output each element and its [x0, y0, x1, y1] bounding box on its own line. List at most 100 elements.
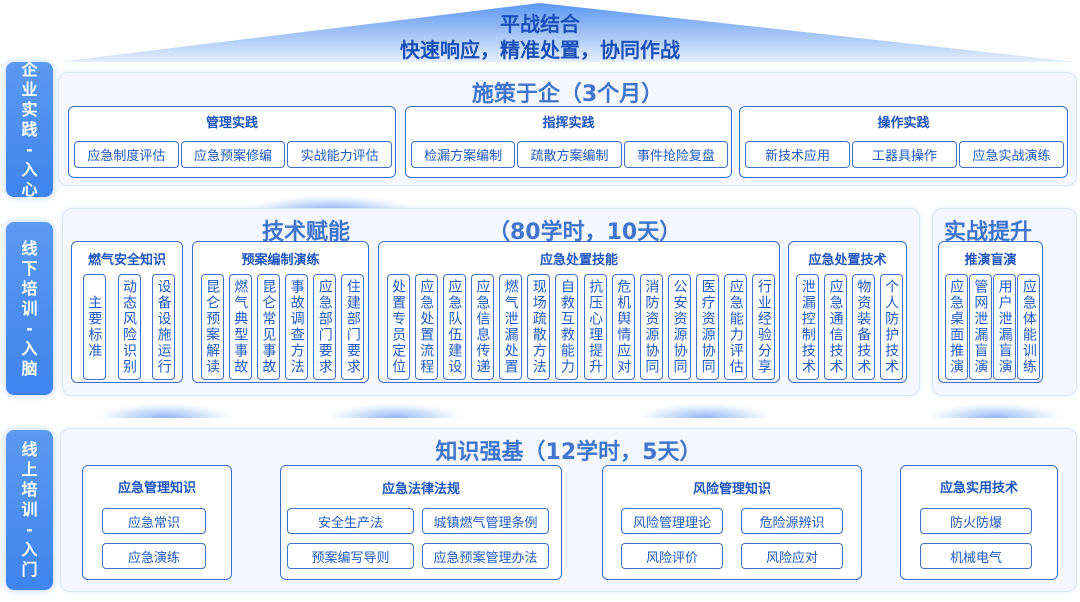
tab-char: 入: [21, 338, 38, 358]
knowledge-item[interactable]: 危险源辨识: [741, 508, 843, 534]
knowledge-item[interactable]: 机械电气: [920, 543, 1032, 569]
knowledge-item[interactable]: 安全生产法: [287, 508, 414, 534]
skill-item[interactable]: 处置专员定位: [386, 274, 410, 380]
tab-char: 践: [21, 119, 38, 139]
group-box: 应急处置技术泄漏控制技术应急通信技术物资装备技术个人防护技术: [788, 241, 907, 383]
practice-item[interactable]: 应急预案修编: [180, 141, 286, 168]
tab-char: 下: [21, 258, 38, 278]
group-box: 推演盲演应急桌面推演管网泄漏盲演用户泄漏盲演应急体能训练: [938, 241, 1043, 383]
up-arrow: [930, 404, 1060, 418]
group-title: 指挥实践: [542, 116, 595, 131]
group-title: 风险管理知识: [692, 482, 771, 497]
skill-item[interactable]: 现场疏散方法: [527, 274, 551, 380]
skill-item[interactable]: 行业经验分享: [752, 274, 776, 380]
group-box: 指挥实践检漏方案编制疏散方案编制事件抢险复盘: [405, 106, 732, 178]
group-box: 操作实践新技术应用工器具操作应急实战演练: [739, 106, 1068, 178]
offline-hours: （80学时，10天）: [488, 220, 682, 245]
skill-item[interactable]: 燃气泄漏处置: [499, 274, 523, 380]
skill-item[interactable]: 应急处置流程: [414, 274, 438, 380]
knowledge-item[interactable]: 防火防爆: [920, 508, 1032, 534]
practice-item[interactable]: 新技术应用: [745, 141, 850, 168]
up-arrow: [250, 196, 410, 210]
group-box: 燃气安全知识主要标准动态风险识别设备设施运行: [71, 241, 183, 383]
knowledge-item[interactable]: 预案编写导则: [287, 543, 414, 569]
skill-item[interactable]: 事故调查方法: [285, 274, 309, 380]
skill-item[interactable]: 应急队伍建设: [442, 274, 466, 380]
skill-item[interactable]: 医疗资源协同: [696, 274, 720, 380]
skill-item[interactable]: 用户泄漏盲演: [993, 274, 1017, 380]
group-title: 预案编制演练: [241, 253, 320, 268]
skill-item[interactable]: 燃气典型事故: [228, 274, 252, 380]
tab-char: -: [26, 520, 33, 539]
group-box: 应急实用技术防火防爆机械电气: [900, 465, 1058, 580]
tab-char: -: [26, 139, 33, 159]
group-box: 预案编制演练昆仑预案解读燃气典型事故昆仑常见事故事故调查方法应急部门要求住建部门…: [192, 241, 369, 383]
knowledge-item[interactable]: 风险评价: [621, 543, 723, 569]
enterprise-title: 施策于企（3个月）: [471, 82, 664, 107]
group-title: 应急管理知识: [117, 481, 196, 496]
tab-char: 企: [21, 59, 38, 79]
knowledge-item[interactable]: 城镇燃气管理条例: [422, 508, 549, 534]
group-box: 管理实践应急制度评估应急预案修编实战能力评估: [68, 106, 396, 178]
tab-offline-training: 线下培训-入脑: [6, 222, 53, 395]
tab-char: 业: [21, 79, 38, 99]
group-title: 燃气安全知识: [87, 253, 166, 268]
practice-item[interactable]: 疏散方案编制: [517, 141, 622, 168]
up-arrow: [330, 404, 460, 418]
group-box: 应急管理知识应急常识应急演练: [82, 465, 232, 580]
up-arrow: [100, 404, 230, 418]
header-title: 平战结合: [500, 12, 580, 36]
skill-item[interactable]: 泄漏控制技术: [796, 274, 820, 380]
tab-char: 培: [21, 480, 38, 499]
practice-item[interactable]: 工器具操作: [852, 141, 957, 168]
tab-char: 心: [21, 179, 38, 199]
skill-item[interactable]: 主要标准: [82, 274, 106, 380]
skill-item[interactable]: 自救互救能力: [555, 274, 579, 380]
practice-item[interactable]: 检漏方案编制: [411, 141, 516, 168]
group-title: 应急法律法规: [381, 482, 460, 497]
skill-item[interactable]: 应急通信技术: [824, 274, 848, 380]
practical-title: 实战提升: [944, 220, 1033, 245]
practice-item[interactable]: 应急制度评估: [74, 141, 179, 168]
practice-item[interactable]: 应急实战演练: [959, 141, 1064, 168]
skill-item[interactable]: 管网泄漏盲演: [968, 274, 992, 380]
skill-item[interactable]: 危机舆情应对: [611, 274, 635, 380]
practice-item[interactable]: 实战能力评估: [287, 141, 392, 168]
tab-char: 培: [21, 278, 38, 298]
group-box: 风险管理知识风险管理理论危险源辨识风险评价风险应对: [602, 465, 862, 580]
tab-char: 入: [21, 159, 38, 179]
group-title: 推演盲演: [964, 253, 1017, 268]
tab-char: -: [26, 318, 33, 338]
skill-item[interactable]: 抗压心理提升: [583, 274, 607, 380]
skill-item[interactable]: 应急能力评估: [724, 274, 748, 380]
knowledge-item[interactable]: 应急常识: [102, 508, 206, 534]
group-box: 应急法律法规安全生产法城镇燃气管理条例预案编写导则应急预案管理办法: [280, 465, 562, 580]
knowledge-item[interactable]: 风险应对: [741, 543, 843, 569]
tab-char: 脑: [21, 358, 38, 378]
knowledge-item[interactable]: 风险管理理论: [621, 508, 723, 534]
group-title: 应急实用技术: [939, 481, 1018, 496]
skill-item[interactable]: 昆仑常见事故: [256, 274, 280, 380]
header-subtitle: 快速响应，精准处置，协同作战: [400, 38, 680, 62]
skill-item[interactable]: 动态风险识别: [117, 274, 141, 380]
skill-item[interactable]: 公安资源协同: [668, 274, 691, 380]
practice-item[interactable]: 事件抢险复盘: [623, 141, 728, 168]
knowledge-item[interactable]: 应急预案管理办法: [422, 543, 549, 569]
skill-item[interactable]: 住建部门要求: [341, 274, 365, 380]
tab-online-training: 线上培训-入门: [6, 430, 53, 590]
skill-item[interactable]: 应急信息传递: [471, 274, 494, 380]
skill-item[interactable]: 昆仑预案解读: [200, 274, 224, 380]
skill-item[interactable]: 设备设施运行: [152, 274, 176, 380]
tab-char: 训: [21, 500, 38, 519]
up-arrow: [640, 404, 770, 418]
skill-item[interactable]: 应急体能训练: [1017, 274, 1041, 380]
tab-enterprise-practice: 企业实践-入心: [6, 59, 53, 199]
skill-item[interactable]: 个人防护技术: [879, 274, 903, 380]
skill-item[interactable]: 应急桌面推演: [944, 274, 968, 380]
skill-item[interactable]: 物资装备技术: [851, 274, 875, 380]
tab-char: 门: [21, 560, 38, 579]
knowledge-item[interactable]: 应急演练: [102, 543, 206, 569]
skill-item[interactable]: 消防资源协同: [639, 274, 663, 380]
skill-item[interactable]: 应急部门要求: [313, 274, 337, 380]
tab-char: 实: [21, 99, 38, 119]
